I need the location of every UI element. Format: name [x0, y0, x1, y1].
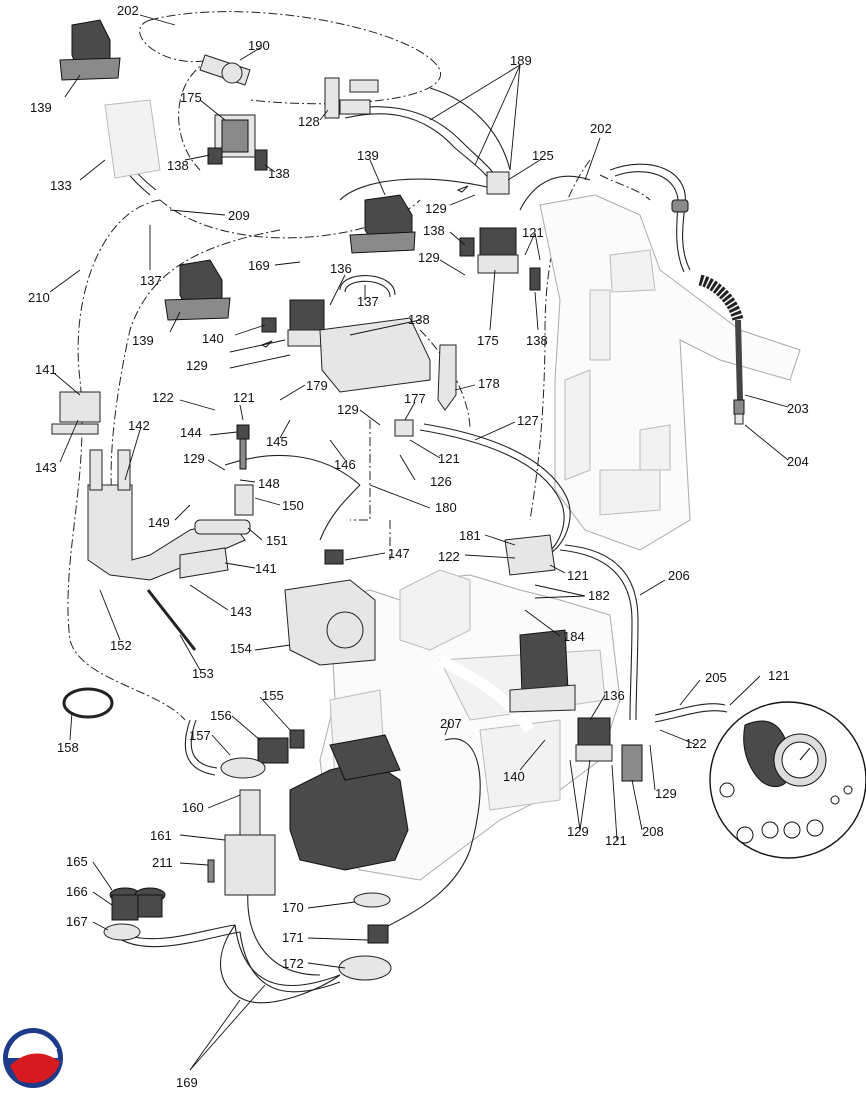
part-label: 203	[787, 401, 809, 416]
part-label: 202	[590, 121, 612, 136]
part-label: 127	[517, 413, 539, 428]
part-label: 136	[330, 261, 352, 276]
part-label: 190	[248, 38, 270, 53]
part-label: 165	[66, 854, 88, 869]
part-label: 139	[30, 100, 52, 115]
part-label: 122	[438, 549, 460, 564]
part-label: 161	[150, 828, 172, 843]
part-label: 179	[306, 378, 328, 393]
part-label: 147	[388, 546, 410, 561]
part-label: 138	[268, 166, 290, 181]
tubes-and-hoses	[111, 87, 728, 1004]
part-label: 138	[526, 333, 548, 348]
valve-blocks	[51, 19, 643, 981]
part-number-labels: 202 190 189 139 175 128 138 138 133 125 202 139 129 2…	[28, 3, 809, 1090]
part-label: 129	[567, 824, 589, 839]
part-label: 143	[230, 604, 252, 619]
part-label: 155	[262, 688, 284, 703]
part-label: 175	[477, 333, 499, 348]
part-label: 157	[189, 728, 211, 743]
part-label: 202	[117, 3, 139, 18]
part-label: 121	[522, 225, 544, 240]
part-label: 121	[605, 833, 627, 848]
part-label: 189	[510, 53, 532, 68]
part-label: 175	[180, 90, 202, 105]
part-label: 156	[210, 708, 232, 723]
part-label: 142	[128, 418, 150, 433]
part-label: 208	[642, 824, 664, 839]
part-label: 121	[438, 451, 460, 466]
part-label: 171	[282, 930, 304, 945]
part-label: 138	[167, 158, 189, 173]
part-label: 181	[459, 528, 481, 543]
part-label: 129	[186, 358, 208, 373]
part-label: 137	[140, 273, 162, 288]
part-label: 125	[532, 148, 554, 163]
part-label: 167	[66, 914, 88, 929]
part-label: 137	[357, 294, 379, 309]
part-label: 182	[588, 588, 610, 603]
part-label: 133	[50, 178, 72, 193]
part-label: 145	[266, 434, 288, 449]
part-label: 139	[132, 333, 154, 348]
part-label: 154	[230, 641, 252, 656]
part-label: 205	[705, 670, 727, 685]
part-label: 129	[655, 786, 677, 801]
part-label: 149	[148, 515, 170, 530]
part-label: 178	[478, 376, 500, 391]
part-label: 169	[248, 258, 270, 273]
manufacturer-logo-icon	[3, 1028, 63, 1088]
part-label: 206	[668, 568, 690, 583]
part-label: 184	[563, 629, 585, 644]
part-label: 160	[182, 800, 204, 815]
part-label: 166	[66, 884, 88, 899]
part-label: 128	[298, 114, 320, 129]
part-label: 180	[435, 500, 457, 515]
part-label: 150	[282, 498, 304, 513]
part-label: 170	[282, 900, 304, 915]
part-label: 153	[192, 666, 214, 681]
part-label: 138	[408, 312, 430, 327]
part-label: 143	[35, 460, 57, 475]
part-label: 139	[357, 148, 379, 163]
part-label: 148	[258, 476, 280, 491]
part-label: 140	[503, 769, 525, 784]
part-label: 177	[404, 391, 426, 406]
part-label: 121	[567, 568, 589, 583]
part-label: 126	[430, 474, 452, 489]
part-label: 129	[425, 201, 447, 216]
hose-203	[671, 199, 745, 425]
part-label: 146	[334, 457, 356, 472]
part-label: 129	[418, 250, 440, 265]
part-label: 158	[57, 740, 79, 755]
leader-lines	[49, 14, 789, 1071]
part-label: 136	[603, 688, 625, 703]
part-label: 140	[202, 331, 224, 346]
control-panel-detail-icon	[709, 701, 866, 859]
part-label: 152	[110, 638, 132, 653]
rear-frame	[539, 194, 801, 551]
part-label: 211	[152, 855, 173, 870]
part-label: 121	[768, 668, 790, 683]
part-label: 169	[176, 1075, 198, 1090]
part-label: 172	[282, 956, 304, 971]
part-label: 129	[337, 402, 359, 417]
part-label: 141	[35, 362, 57, 377]
part-label: 210	[28, 290, 50, 305]
part-label: 138	[423, 223, 445, 238]
part-label: 151	[266, 533, 288, 548]
part-label: 209	[228, 208, 250, 223]
part-label: 144	[180, 425, 202, 440]
part-label: 204	[787, 454, 809, 469]
part-label: 121	[233, 390, 255, 405]
part-label: 122	[685, 736, 707, 751]
part-label: 129	[183, 451, 205, 466]
part-label: 207	[440, 716, 462, 731]
part-label: 141	[255, 561, 277, 576]
part-label: 122	[152, 390, 174, 405]
